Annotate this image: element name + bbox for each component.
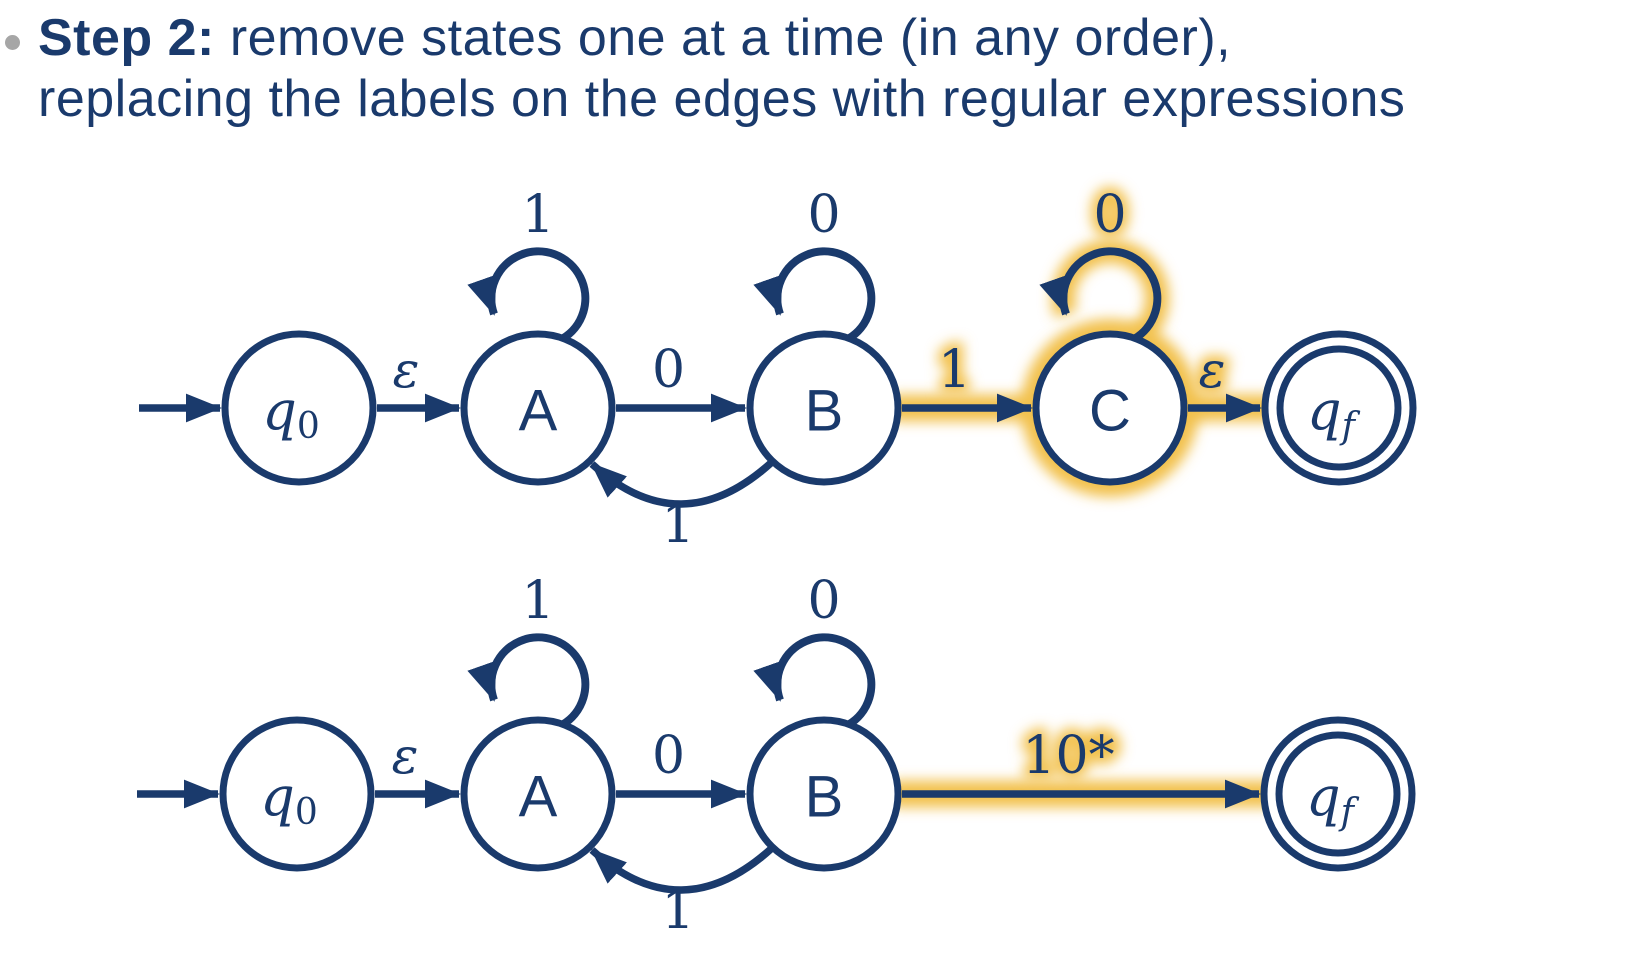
edge-label-loop-C: 0: [1093, 185, 1126, 245]
self-loop-B: [753, 633, 876, 729]
edge-layer: [139, 247, 1262, 508]
state-circle-q0: [221, 330, 377, 486]
edge-label-A-B: 0: [652, 340, 685, 400]
state-circle-qf: [1260, 716, 1416, 872]
title-step-label: Step 2:: [38, 9, 215, 67]
self-loop-B: [753, 247, 876, 343]
state-inner-circle-qf: [1275, 731, 1401, 857]
state-inner-circle-qf: [1276, 345, 1402, 471]
state-circle-C: [1032, 330, 1188, 486]
edge-B-A-return: [589, 459, 775, 508]
state-circle-B: [746, 716, 902, 872]
state-label-main: q: [260, 765, 295, 828]
self-loop-A: [467, 633, 590, 729]
edge-B-A-return: [589, 845, 775, 894]
state-label-main: q: [262, 379, 297, 442]
edge-label-loop-A: 1: [521, 185, 554, 245]
edge-label-C-qf: ε: [1199, 341, 1226, 399]
state-label-B: B: [805, 379, 844, 444]
state-circle-A: [460, 330, 616, 486]
state-label-main: q: [1307, 379, 1342, 442]
state-circle-A: [460, 716, 616, 872]
state-layer: [219, 716, 1416, 872]
self-loop-A: [467, 247, 590, 343]
state-circle-qf: [1261, 330, 1417, 486]
edge-label-glow-loop-C: 0: [1093, 185, 1126, 245]
state-circle-q0: [219, 716, 375, 872]
bullet-icon: [5, 35, 20, 50]
edge-label-glow-B-C: 1: [938, 340, 971, 400]
edge-label-loop-B: 0: [807, 571, 840, 631]
edge-label-q0-A: ε: [393, 341, 420, 399]
slide-title: Step 2: remove states one at a time (in …: [38, 8, 1598, 130]
state-label-main: q: [1306, 765, 1341, 828]
state-B: [746, 330, 902, 486]
state-label-A: A: [519, 379, 558, 444]
state-label-q0: q0: [262, 379, 319, 447]
state-label-subscript: 0: [297, 406, 320, 447]
state-label-C: C: [1089, 379, 1131, 444]
title-line-1: Step 2: remove states one at a time (in …: [38, 8, 1598, 69]
title-line-1-rest: remove states one at a time (in any orde…: [214, 9, 1232, 67]
edge-layer: [137, 633, 1261, 894]
state-qf: [1261, 330, 1417, 486]
state-q0: [221, 330, 377, 486]
state-qf: [1260, 716, 1416, 872]
edge-label-B-A-return: 1: [661, 881, 694, 941]
state-label-q0: q0: [260, 765, 317, 833]
edge-label-q0-A: ε: [392, 727, 419, 785]
state-C: [1032, 330, 1188, 486]
state-A: [460, 330, 616, 486]
state-layer: [221, 330, 1417, 486]
state-A: [460, 716, 616, 872]
edge-label-glow-B-qf: 10*: [1022, 726, 1114, 786]
edge-label-glow-C-qf: ε: [1199, 341, 1226, 399]
state-circle-B: [746, 330, 902, 486]
edge-label-B-A-return: 1: [661, 495, 694, 555]
state-label-B: B: [805, 765, 844, 830]
state-label-subscript: 0: [295, 792, 318, 833]
edge-label-A-B: 0: [652, 726, 685, 786]
edge-label-loop-A: 1: [521, 571, 554, 631]
state-label-A: A: [519, 765, 558, 830]
edge-label-B-qf: 10*: [1022, 726, 1114, 786]
edge-label-loop-B: 0: [807, 185, 840, 245]
edge-label-B-C: 1: [938, 340, 971, 400]
title-line-2: replacing the labels on the edges with r…: [38, 70, 1406, 128]
self-loop-C: [1039, 247, 1162, 343]
state-q0: [219, 716, 375, 872]
state-B: [746, 716, 902, 872]
